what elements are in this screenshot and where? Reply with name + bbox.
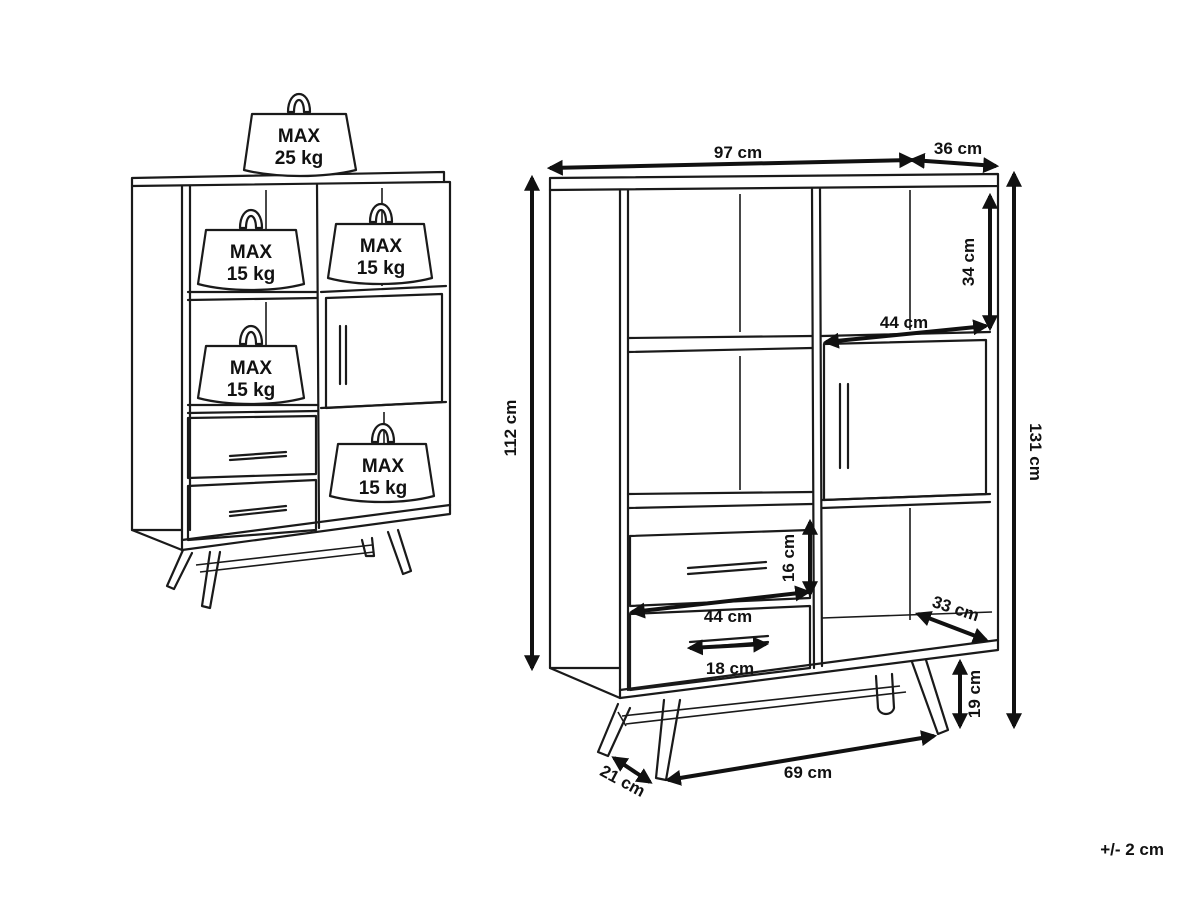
dimension-arrows [524, 152, 1022, 786]
weight-top-right-label-1: MAX [360, 236, 403, 257]
dimension-view: 97 cm 36 cm 34 cm 44 cm 112 cm 131 cm 16… [501, 139, 1045, 801]
dim-drawer-width-label: 44 cm [704, 607, 752, 626]
weight-top-left-label-2: 15 kg [227, 264, 276, 285]
dim-drawer-height-label: 16 cm [779, 534, 798, 582]
weight-bottom-right-label-1: MAX [362, 456, 405, 477]
weight-top: MAX 25 kg [242, 93, 358, 178]
weight-top-label-2: 25 kg [275, 148, 324, 169]
left-cabinet-door [324, 292, 444, 410]
weight-bottom-right-label-2: 15 kg [359, 478, 408, 499]
weight-top-right-label-2: 15 kg [357, 258, 406, 279]
weight-top-left: MAX 15 kg [196, 209, 306, 292]
dim-body-height-label: 112 cm [501, 400, 520, 457]
dim-compartment-height-label: 34 cm [959, 238, 978, 286]
dim-leg-height-label: 19 cm [965, 670, 984, 718]
weight-top-left-label-1: MAX [230, 242, 273, 263]
dim-handle-width-label: 18 cm [706, 659, 754, 678]
weight-middle-left-label-2: 15 kg [227, 380, 276, 401]
weight-top-right: MAX 15 kg [326, 203, 434, 286]
dim-depth-label: 36 cm [934, 139, 982, 158]
dim-leg-spread-label: 69 cm [784, 763, 832, 782]
dim-door-width-label: 44 cm [880, 313, 928, 332]
weight-top-label-1: MAX [278, 126, 321, 147]
left-cabinet-legs [165, 528, 413, 610]
dim-total-height-label: 131 cm [1026, 423, 1045, 481]
weight-middle-left: MAX 15 kg [196, 325, 306, 406]
weight-middle-left-label-1: MAX [230, 358, 273, 379]
dim-leg-depth-label: 21 cm [597, 761, 648, 800]
left-cabinet-drawers [186, 414, 318, 542]
load-capacity-view: MAX 25 kg MAX 15 kg MAX 15 kg MAX 15 kg … [130, 93, 452, 610]
weight-bottom-right: MAX 15 kg [328, 423, 436, 504]
right-cabinet-door [822, 338, 988, 502]
dim-width-label: 97 cm [714, 143, 762, 162]
tolerance-note: +/- 2 cm [1100, 840, 1164, 859]
